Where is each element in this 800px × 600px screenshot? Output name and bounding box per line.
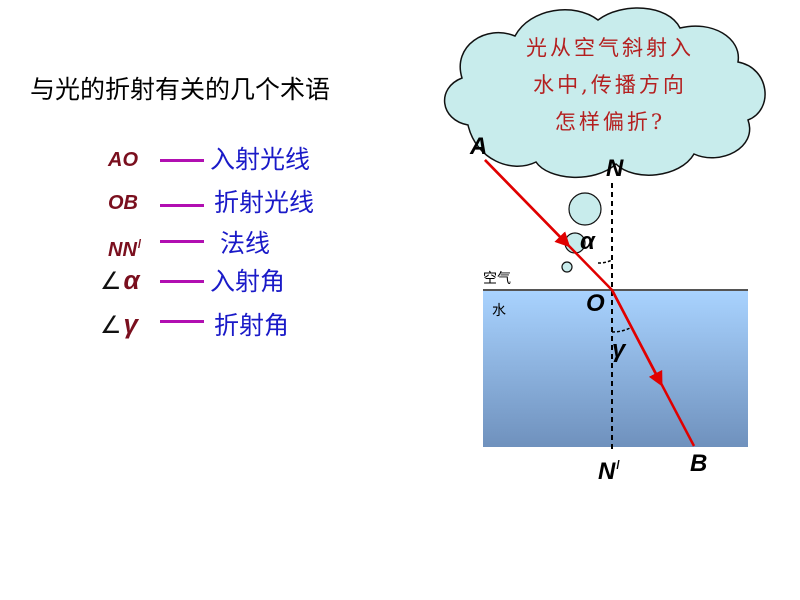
cloud-question: 光从空气斜射入 水中,传播方向 怎样偏折? [485, 30, 735, 141]
label-n-prime-sup: / [616, 458, 620, 472]
term-key-gamma: ∠γ [100, 306, 138, 344]
term-value-refracted-ray: 折射光线 [214, 188, 315, 217]
label-n: N [606, 155, 624, 182]
cloud-shape [444, 7, 766, 178]
term-value-incident-angle: 入射角 [210, 267, 286, 296]
label-a: A [470, 133, 488, 160]
label-air: 空气 [483, 271, 511, 287]
term-dash [160, 320, 204, 323]
label-o: O [586, 290, 605, 317]
label-b: B [690, 450, 708, 477]
refraction-angle-arc [611, 327, 631, 333]
thought-bubble [561, 261, 573, 273]
term-key-nn-sup: / [137, 237, 142, 251]
term-dash [160, 204, 204, 207]
term-dash [160, 159, 204, 162]
angle-symbol: ∠ [100, 268, 122, 295]
term-key-alpha: ∠α [100, 262, 140, 300]
incident-ray-arrow [484, 159, 571, 248]
term-key-alpha-text: α [123, 265, 140, 295]
term-key-ob: OB [108, 192, 138, 214]
refracted-ray-arrow [610, 289, 663, 387]
incident-angle-arc [597, 259, 613, 264]
term-value-normal: 法线 [220, 229, 271, 258]
term-value-refraction-angle: 折射角 [214, 311, 290, 340]
cloud-line: 怎样偏折? [554, 110, 666, 134]
term-key-nn-text: NN [108, 239, 137, 261]
term-value-incident-ray: 入射光线 [210, 145, 311, 174]
angle-symbol: ∠ [100, 312, 122, 339]
term-dash [160, 280, 204, 283]
label-gamma: γ [612, 336, 626, 363]
term-key-ao: AO [108, 149, 138, 171]
water-region [483, 290, 748, 447]
label-n-prime-text: N [598, 458, 616, 485]
label-n-prime: N/ [598, 458, 620, 486]
label-alpha: α [580, 228, 595, 255]
term-dash [160, 240, 204, 243]
thought-bubble [568, 192, 602, 226]
cloud-line: 光从空气斜射入 [526, 36, 694, 60]
cloud-line: 水中,传播方向 [533, 73, 687, 97]
label-water: 水 [492, 303, 506, 319]
term-key-gamma-text: γ [123, 309, 138, 339]
page-title: 与光的折射有关的几个术语 [30, 75, 331, 104]
term-key-nn: NN/ [108, 226, 141, 268]
